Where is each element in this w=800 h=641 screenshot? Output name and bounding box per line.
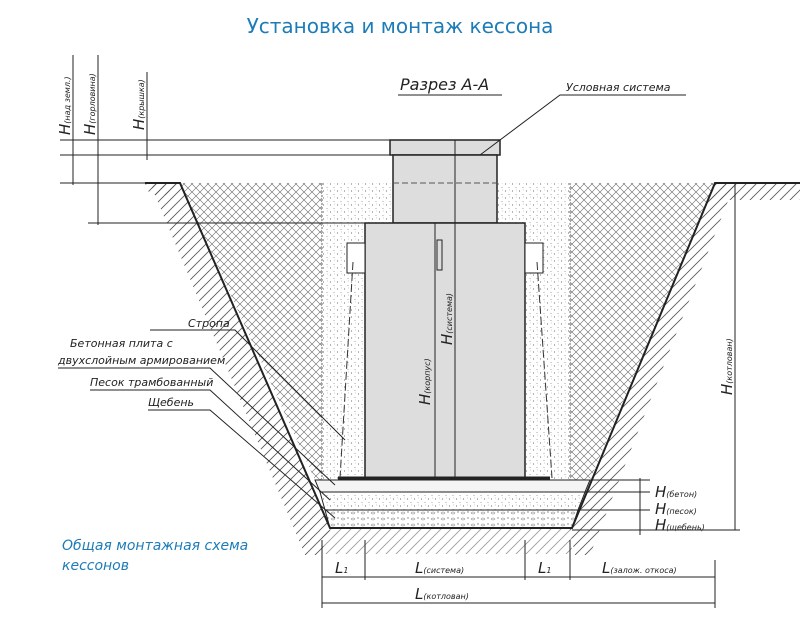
pit-bottom-soil — [322, 528, 572, 554]
dim-h-system: H(система) — [438, 293, 456, 345]
neck — [392, 154, 498, 224]
dim-h-lid: H(крышка) — [130, 79, 148, 130]
sand-layer — [319, 491, 586, 511]
section-label: Разрез А-А — [400, 75, 489, 94]
dim-l1-right: L1 — [538, 559, 551, 577]
concrete-slab — [314, 479, 591, 493]
callout-sling: Стропа — [188, 317, 230, 330]
dim-h-pit: H(котлован) — [718, 338, 736, 395]
callout-system: Условная система — [566, 81, 671, 94]
lifting-lug-left — [346, 242, 366, 274]
callout-gravel: Щебень — [148, 396, 194, 409]
dim-l-system: L(система) — [415, 559, 464, 577]
dim-h-sand: H(песок) — [655, 500, 697, 518]
caisson-body — [364, 222, 526, 479]
dim-l-pit: L(котлован) — [415, 585, 469, 603]
dim-h-gravel: H(щебень) — [655, 516, 705, 534]
slope-soil-right — [570, 183, 735, 555]
callout-slab-2: двухслойным армированием — [57, 354, 225, 367]
caption-line-2: кессонов — [62, 558, 129, 574]
backfill-right — [570, 183, 715, 480]
lifting-lug-right — [524, 242, 544, 274]
dim-h-concrete: H(бетон) — [655, 483, 697, 501]
callout-slab-1: Бетонная плита с — [70, 337, 173, 350]
dim-h-above-ground: H(над земл.) — [56, 76, 74, 135]
pit-outline — [145, 182, 800, 529]
caption-line-1: Общая монтажная схема — [62, 538, 248, 554]
sling-right — [536, 261, 553, 479]
page-title: Установка и монтаж кессона — [247, 14, 554, 38]
dim-h-body: H(корпус) — [416, 358, 434, 405]
dim-l1-left: L1 — [335, 559, 348, 577]
dim-l-slope: L(залож. откоса) — [602, 559, 677, 577]
gravel-layer — [324, 509, 579, 529]
slope-soil-left — [150, 183, 330, 555]
backfill-left — [180, 183, 322, 480]
dim-h-neck: H(горловина) — [81, 73, 99, 135]
callout-sand: Песок трамбованный — [90, 376, 213, 389]
sling-left — [339, 261, 354, 479]
